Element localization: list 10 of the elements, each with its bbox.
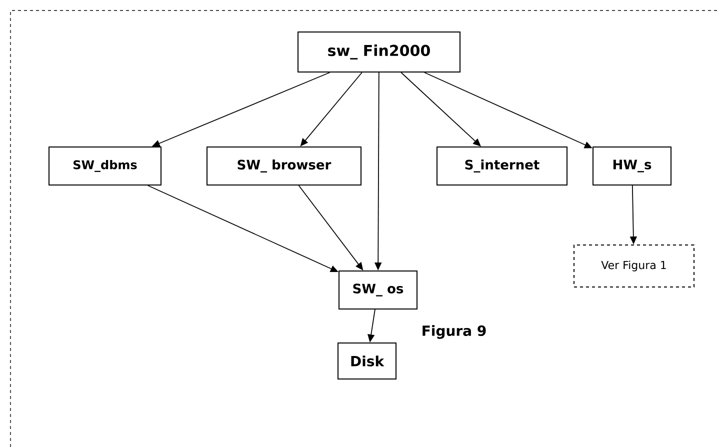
figure-label: Figura 9 (422, 325, 486, 339)
process-box: sw_ Fin2000 (298, 32, 460, 72)
process-box: HW_s (592, 146, 672, 186)
reference-box: Ver Figura 1 (574, 244, 694, 288)
process-box: Disk (338, 342, 396, 380)
process-box: SW_ browser (206, 146, 362, 186)
process-box: SW_ os (338, 270, 418, 310)
process-box: SW_dbms (48, 146, 162, 186)
process-box: S_internet (436, 146, 568, 186)
arrow (400, 72, 481, 146)
